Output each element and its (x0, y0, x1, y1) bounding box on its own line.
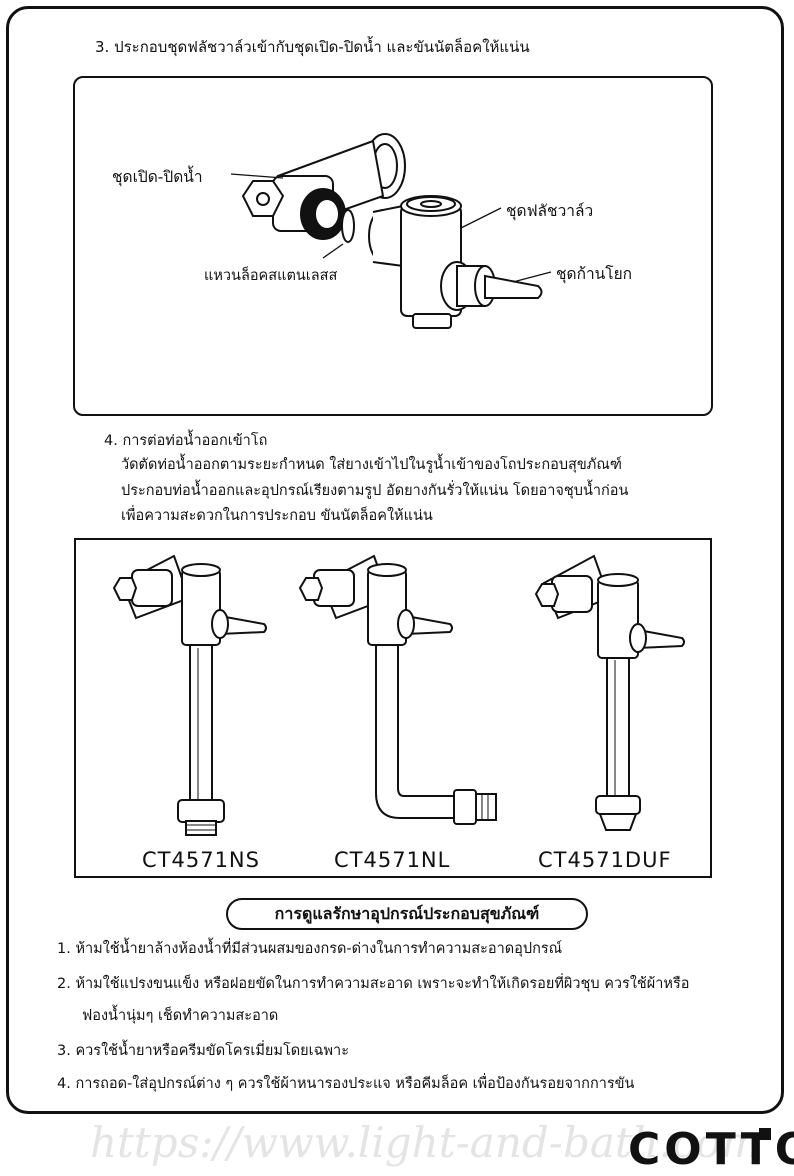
care-title-text: การดูแลรักษาอุปกรณ์ประกอบสุขภัณฑ์ (274, 903, 540, 923)
care-item-4: 4. การถอด-ใส่อุปกรณ์ต่าง ๆ ควรใช้ผ้าหนาร… (57, 1076, 635, 1092)
care-item-1: 1. ห้ามใช้น้ำยาล้างห้องน้ำที่มีส่วนผสมขอ… (57, 941, 563, 957)
page-frame (6, 6, 784, 1114)
logo-square-mark (759, 1128, 771, 1140)
care-item-2-cont: ฟองน้ำนุ่มๆ เช็ดทำความสะอาด (82, 1008, 279, 1024)
step4-line-3: เพื่อความสะดวกในการประกอบ ขันนัตล็อคให้แ… (121, 508, 433, 524)
model-label-nl: CT4571NL (334, 848, 451, 872)
care-item-3: 3. ควรใช้น้ำยาหรือครีมขัดโครเมี่ยมโดยเฉพ… (57, 1043, 349, 1059)
step3-heading: 3. ประกอบชุดฟลัชวาล์วเข้ากับชุดเปิด-ปิดน… (95, 38, 530, 56)
step4-line-2: ประกอบท่อน้ำออกและอุปกรณ์เรียงตามรูป อัด… (121, 483, 629, 499)
model-label-duf: CT4571DUF (538, 848, 672, 872)
care-section-title: การดูแลรักษาอุปกรณ์ประกอบสุขภัณฑ์ (226, 898, 588, 930)
label-stop-valve: ชุดเปิด-ปิดน้ำ (112, 168, 203, 186)
step4-heading: 4. การต่อท่อน้ำออกเข้าโถ (104, 433, 268, 449)
label-flush-valve: ชุดฟลัชวาล์ว (506, 202, 594, 220)
watermark-url: https://www.light-and-bath.com (90, 1118, 761, 1167)
care-item-2: 2. ห้ามใช้แปรงขนแข็ง หรือฝอยขัดในการทำคว… (57, 976, 690, 992)
assembly-diagram (73, 76, 713, 416)
step4-line-1: วัดตัดท่อน้ำออกตามระยะกำหนด ใส่ยางเข้าไป… (121, 457, 622, 473)
label-stainless-lock-ring: แหวนล็อคสแตนเลสส (204, 268, 338, 284)
model-label-ns: CT4571NS (142, 848, 260, 872)
flush-valve-assembly-illustration (230, 133, 552, 329)
label-lever-handle: ชุดก้านโยก (556, 265, 633, 283)
model-variants-illustration (112, 554, 685, 836)
